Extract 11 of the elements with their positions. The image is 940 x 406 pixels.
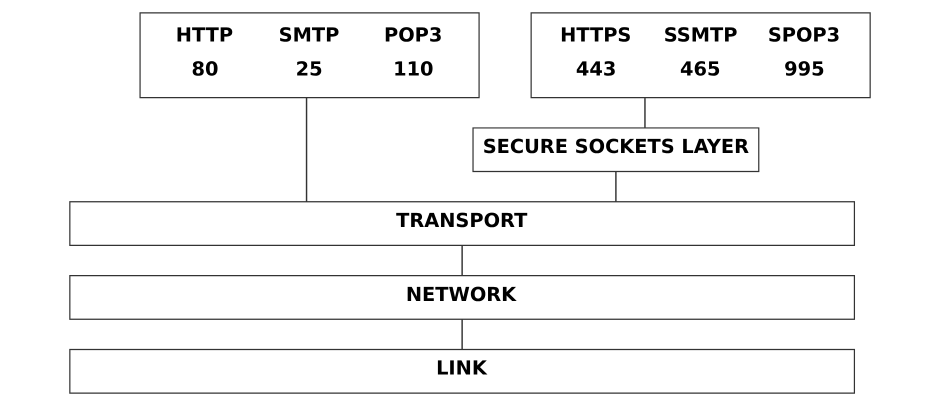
node-box: TRANSPORT <box>69 201 856 246</box>
node-box: SECURE SOCKETS LAYER <box>472 127 760 172</box>
node-box: NETWORK <box>69 275 856 320</box>
node-box: LINK <box>69 348 856 394</box>
connector <box>306 98 308 202</box>
node-box: HTTPS SSMTP SPOP3 443 465 995 <box>530 12 871 98</box>
connector <box>615 172 617 202</box>
node-box: HTTP SMTP POP3 80 25 110 <box>139 12 480 98</box>
connector <box>461 320 463 350</box>
connector <box>461 246 463 276</box>
connector <box>644 98 646 128</box>
